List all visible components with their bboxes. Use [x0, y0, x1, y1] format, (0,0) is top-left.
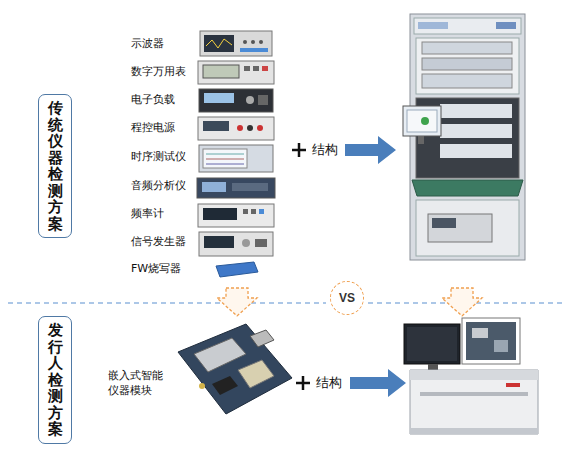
instrument-name: FW烧写器 [131, 262, 181, 275]
test-machine [404, 318, 538, 434]
result-arrow [350, 369, 406, 397]
instrument-name: 程控电源 [131, 121, 175, 134]
instrument-name: 时序测试仪 [131, 150, 186, 163]
result-arrow [345, 136, 396, 164]
instrument-name: 信号发生器 [131, 235, 186, 248]
instrument-name: 示波器 [131, 37, 164, 50]
scheme-box: 发行人检测方案 [38, 316, 72, 444]
instrument-name: 音频分析仪 [131, 179, 186, 192]
structure-label: 结构 [316, 375, 342, 391]
scheme-title: 发行人检测方案 [48, 322, 63, 438]
scheme-title: 传统仪器检测方案 [48, 100, 63, 232]
embedded-board [178, 324, 292, 414]
instrument-stack [197, 31, 275, 277]
test-cabinet [403, 14, 525, 260]
plus-sign [292, 143, 306, 157]
down-arrow [217, 288, 257, 316]
structure-label: 结构 [312, 142, 338, 158]
divider-line [8, 302, 326, 303]
module-label: 嵌入式智能 仪器模块 [108, 369, 170, 399]
instrument-name: 数字万用表 [131, 65, 186, 78]
vs-text: VS [339, 291, 355, 305]
instrument-name: 频率计 [131, 207, 164, 220]
instrument-name: 电子负载 [131, 93, 175, 106]
down-arrow [442, 288, 482, 316]
scheme-box: 传统仪器检测方案 [38, 94, 72, 238]
plus-sign [296, 376, 310, 390]
vs-circle: VS [330, 281, 364, 315]
